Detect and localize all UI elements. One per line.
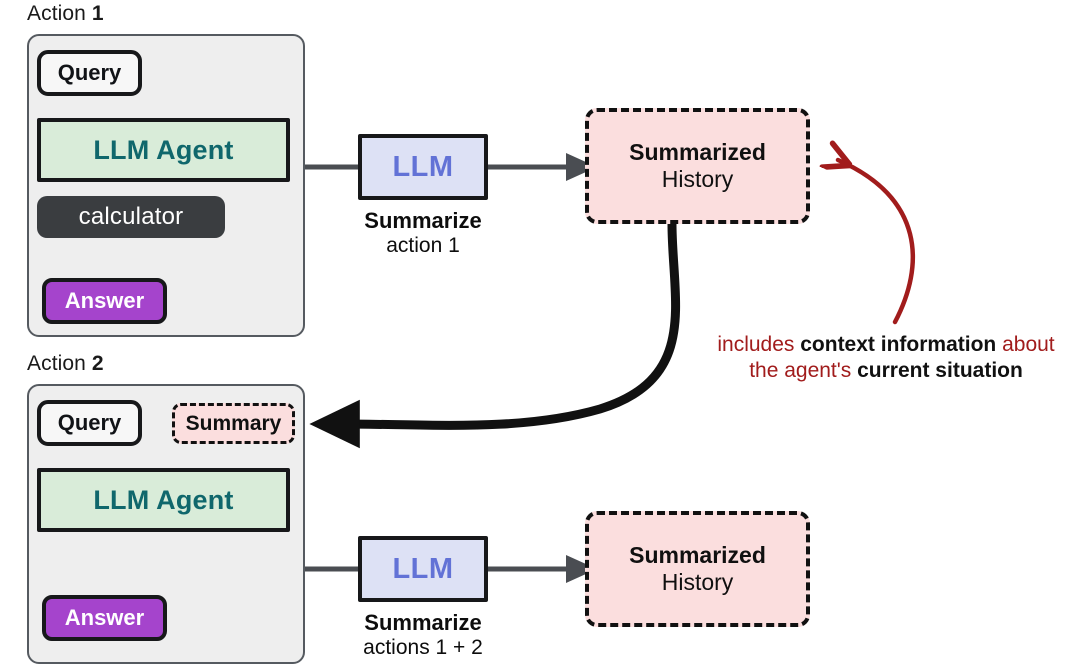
arrow-note-to-history1: [838, 160, 916, 325]
llm-box-1[interactable]: LLM: [358, 134, 488, 200]
action-1-caption-number: 1: [91, 2, 104, 25]
summarized-history-2-line2: History: [661, 569, 734, 595]
query-box-1-label: Query: [57, 60, 122, 85]
action-2-caption-number: 2: [91, 352, 104, 375]
llm-1-caption: Summarize action 1: [358, 208, 488, 258]
summarized-history-box-2[interactable]: Summarized History: [585, 511, 810, 627]
query-box-1[interactable]: Query: [37, 50, 142, 96]
llm-agent-box-1[interactable]: LLM Agent: [37, 118, 290, 182]
llm-1-caption-bold: Summarize: [364, 208, 482, 233]
answer-box-1[interactable]: Answer: [42, 278, 167, 324]
summarized-history-2-line1: Summarized: [629, 541, 766, 568]
query-box-2[interactable]: Query: [37, 400, 142, 446]
tool-box-calculator[interactable]: calculator: [37, 196, 225, 238]
answer-box-1-label: Answer: [64, 288, 145, 313]
action-1-caption: Action 1: [27, 2, 104, 26]
summary-box-2[interactable]: Summary: [172, 403, 295, 444]
summarized-history-1-line1: Summarized: [629, 138, 766, 165]
llm-2-caption: Summarize actions 1 + 2: [348, 610, 498, 660]
llm-box-1-label: LLM: [392, 150, 454, 183]
llm-agent-box-2[interactable]: LLM Agent: [37, 468, 290, 532]
summary-box-2-label: Summary: [185, 411, 282, 435]
tool-box-calculator-label: calculator: [78, 203, 184, 230]
answer-box-2[interactable]: Answer: [42, 595, 167, 641]
context-note-line-2: the agent's current situation: [706, 358, 1066, 384]
context-note-line2-part1: the agent's: [749, 358, 858, 382]
llm-2-caption-bold: Summarize: [364, 610, 482, 635]
context-note: includes context information about the a…: [706, 332, 1066, 383]
context-note-line1-part2: about: [996, 333, 1055, 356]
llm-1-caption-plain: action 1: [386, 233, 460, 257]
context-note-line1-part1: includes: [717, 333, 801, 356]
action-2-caption-prefix: Action: [27, 352, 92, 375]
llm-2-caption-plain: actions 1 + 2: [363, 635, 483, 659]
llm-box-2-label: LLM: [392, 552, 454, 585]
context-note-line-1: includes context information about: [706, 332, 1066, 358]
context-note-line2-bold: current situation: [857, 358, 1023, 382]
llm-agent-box-1-label: LLM Agent: [93, 134, 234, 165]
context-note-line1-bold: context information: [800, 333, 997, 356]
summarized-history-1-line2: History: [661, 166, 734, 192]
query-box-2-label: Query: [57, 410, 122, 435]
answer-box-2-label: Answer: [64, 605, 145, 630]
llm-agent-box-2-label: LLM Agent: [93, 484, 234, 515]
summarized-history-box-1[interactable]: Summarized History: [585, 108, 810, 224]
llm-box-2[interactable]: LLM: [358, 536, 488, 602]
action-2-caption: Action 2: [27, 352, 104, 376]
action-1-caption-prefix: Action: [27, 2, 92, 25]
